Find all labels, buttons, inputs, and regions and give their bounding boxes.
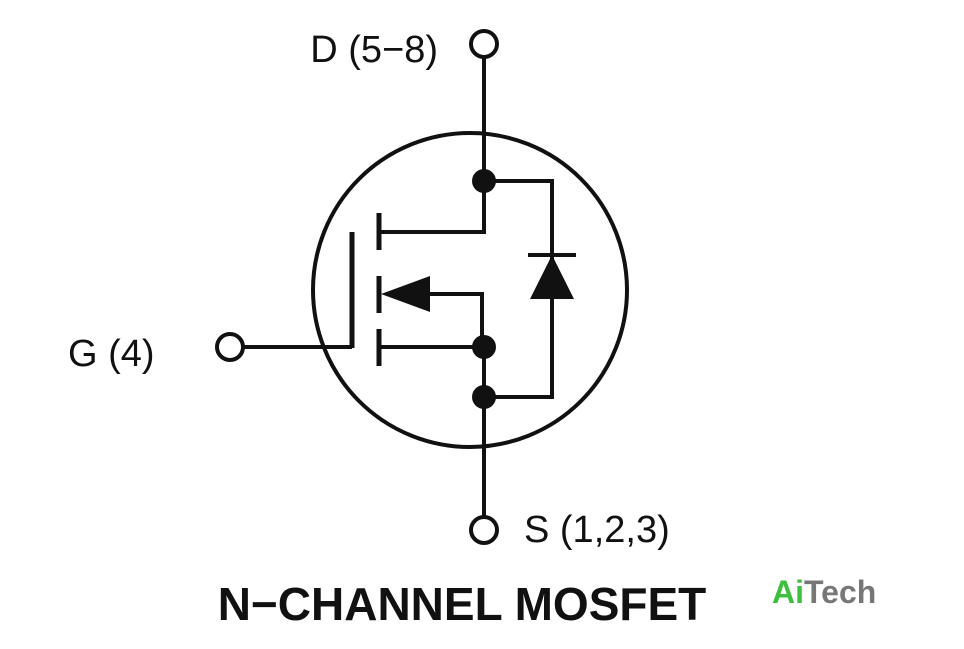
- logo-part-tech: Tech: [804, 574, 876, 610]
- channel-arrow-icon: [381, 276, 430, 312]
- source-terminal: [469, 515, 499, 545]
- junction-dot-drain: [472, 169, 496, 193]
- transistor-body-circle: [311, 131, 629, 449]
- logo-part-ai: Ai: [772, 574, 804, 610]
- body-connection: [410, 292, 484, 347]
- source-label: S (1,2,3): [524, 509, 670, 551]
- aitech-logo: AiTech: [772, 574, 876, 610]
- body-diode-icon: [530, 255, 574, 299]
- junction-dot-diode: [472, 385, 496, 409]
- drain-label: D (5−8): [310, 29, 438, 71]
- drain-terminal: [469, 29, 499, 59]
- diagram-title: N−CHANNEL MOSFET: [218, 578, 707, 630]
- junction-dot-source: [472, 335, 496, 359]
- gate-terminal: [215, 332, 245, 362]
- gate-label: G (4): [68, 333, 155, 375]
